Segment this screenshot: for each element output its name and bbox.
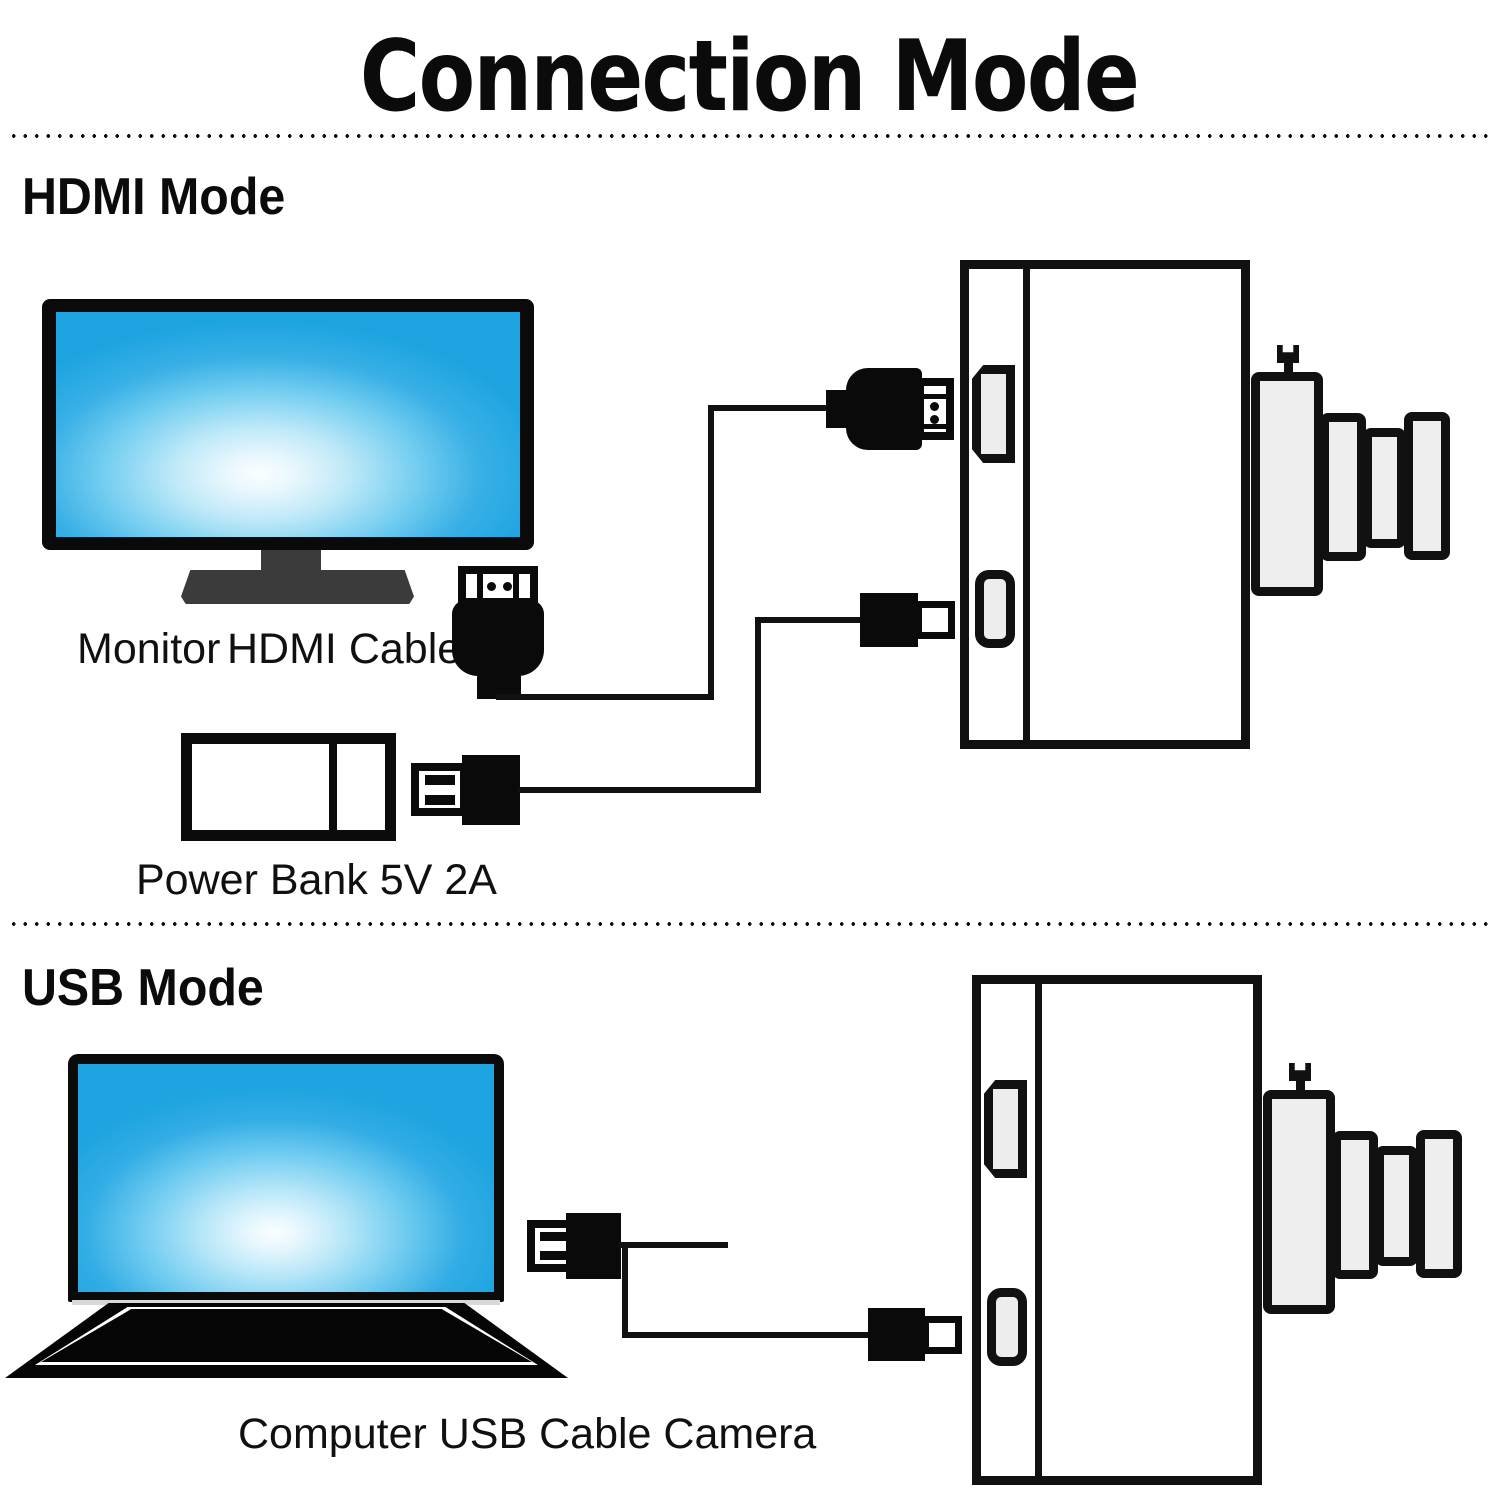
usb-a-plug-power-contact-1 <box>425 775 455 785</box>
camera-hdmi-port[interactable] <box>972 365 1015 463</box>
hdmi-plug-horizontal-tip-divider-bottom <box>916 424 954 429</box>
camera-lens-segment-3-usb-mode <box>1375 1146 1418 1266</box>
camera-lens-mount-screw-stem <box>1284 361 1293 375</box>
hdmi-plug-vertical-body <box>452 600 544 676</box>
power-bank <box>181 733 396 841</box>
hdmi-plug-horizontal-pin-1 <box>930 402 939 411</box>
monitor <box>42 299 534 550</box>
camera-lens-mount-screw-icon-usb-mode <box>1289 1063 1311 1081</box>
micro-usb-plug-power-tip <box>915 601 955 639</box>
monitor-label: Monitor <box>77 625 221 673</box>
camera-lens-segment-4 <box>1404 412 1450 560</box>
divider-middle <box>8 921 1492 927</box>
usb-a-plug-power-contact-2 <box>425 795 455 805</box>
camera-lens-segment-2 <box>1320 413 1366 561</box>
usb-power-cable-segment-vertical <box>755 617 761 793</box>
power-bank-divider <box>329 744 337 830</box>
camera-usb-port-usb-mode[interactable] <box>987 1288 1027 1366</box>
laptop-screen <box>78 1064 494 1292</box>
power-bank-label: Power Bank 5V 2A <box>136 856 497 904</box>
camera-lens-segment-4-usb-mode <box>1416 1130 1462 1278</box>
camera-faceplate-divider <box>1023 264 1030 745</box>
usb-a-plug-data-contact-1 <box>540 1232 568 1241</box>
usb-power-cable-segment-bottom <box>518 787 761 793</box>
usb-a-plug-power-shell <box>411 763 468 816</box>
camera-lens-segment-1 <box>1251 372 1323 596</box>
laptop-keyboard-surface <box>41 1309 532 1362</box>
usb-a-plug-data-contact-2 <box>540 1251 568 1260</box>
hdmi-plug-vertical-tip-divider-right <box>513 566 519 606</box>
camera-lens-segment-3 <box>1363 428 1406 548</box>
usb-data-cable-segment-bottom <box>622 1332 874 1338</box>
laptop-lid <box>68 1054 504 1302</box>
hdmi-cable-segment-bottom <box>496 694 714 700</box>
hdmi-plug-vertical-pin-2 <box>503 582 512 591</box>
micro-usb-plug-data-body <box>868 1308 925 1361</box>
page-title: Connection Mode <box>359 20 1140 134</box>
hdmi-plug-horizontal-tip-divider-top <box>916 394 954 399</box>
usb-a-plug-power-body <box>462 755 520 825</box>
camera-lens-mount-screw-icon <box>1277 345 1299 363</box>
micro-usb-plug-data-tip <box>922 1316 962 1354</box>
camera-lens-segment-1-usb-mode <box>1263 1090 1335 1314</box>
hdmi-plug-vertical-pin-1 <box>487 582 496 591</box>
camera-hdmi-port-usb-mode[interactable] <box>984 1080 1027 1178</box>
hdmi-plug-horizontal-body <box>846 368 922 450</box>
usb-data-cable-segment-top <box>618 1242 728 1248</box>
camera-body-usb-mode <box>972 975 1262 1485</box>
usb-data-cable-segment-vertical <box>622 1242 628 1338</box>
monitor-screen <box>56 312 520 537</box>
camera-usb-port[interactable] <box>975 570 1015 648</box>
monitor-stand-neck <box>261 550 321 572</box>
hdmi-plug-horizontal-tip <box>916 378 954 440</box>
camera-faceplate-divider-usb-mode <box>1035 979 1042 1481</box>
camera-lens-mount-screw-stem-usb-mode <box>1296 1079 1305 1093</box>
section-label-usb-mode: USB Mode <box>22 959 264 1017</box>
hdmi-plug-vertical-tip-divider-left <box>477 566 483 606</box>
camera-lens-segment-2-usb-mode <box>1332 1131 1378 1279</box>
section-label-hdmi-mode: HDMI Mode <box>22 168 286 226</box>
camera-body <box>960 260 1250 749</box>
laptop-hinge <box>72 1300 500 1305</box>
hdmi-plug-horizontal-pin-2 <box>930 415 939 424</box>
hdmi-cable-label: HDMI Cable <box>227 625 462 673</box>
usb-a-plug-data-body <box>566 1213 621 1279</box>
usb-power-cable-segment-top <box>755 617 867 623</box>
divider-top <box>8 133 1492 139</box>
monitor-stand-base <box>181 570 414 604</box>
computer-usb-cable-camera-label: Computer USB Cable Camera <box>238 1410 817 1458</box>
hdmi-cable-segment-top <box>708 405 836 411</box>
micro-usb-plug-power-body <box>860 593 918 647</box>
hdmi-cable-segment-vertical <box>708 405 714 700</box>
